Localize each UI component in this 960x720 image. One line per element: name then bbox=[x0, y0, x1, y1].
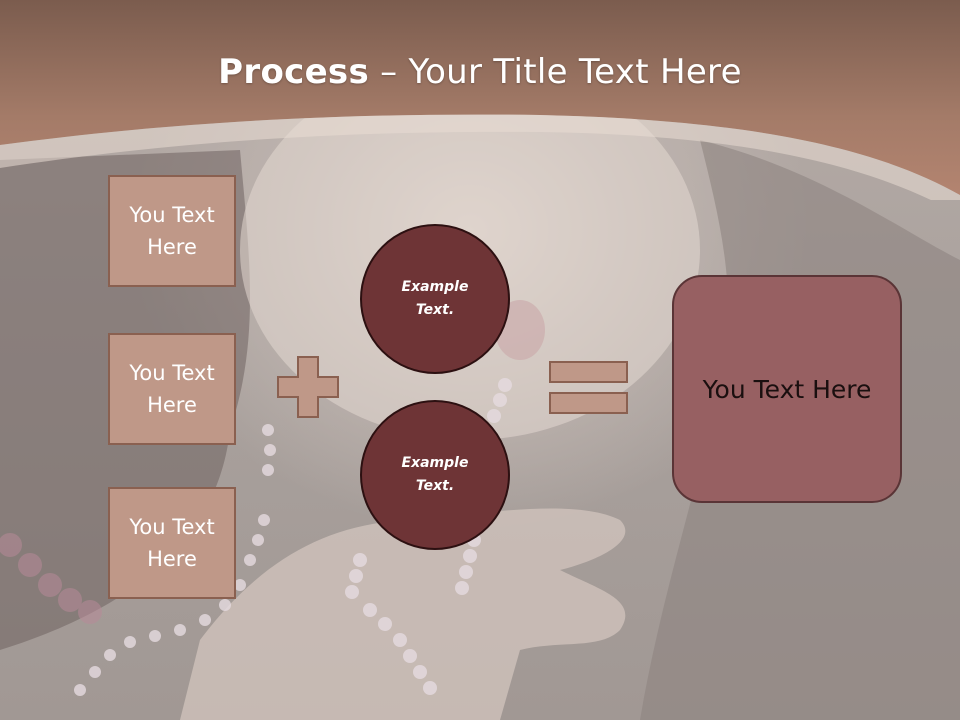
input-box-3[interactable]: You Text Here bbox=[108, 487, 236, 599]
circle-label: Example Text. bbox=[401, 279, 469, 318]
equals-icon bbox=[549, 361, 628, 414]
result-label: You Text Here bbox=[702, 374, 872, 404]
header-band bbox=[0, 0, 960, 200]
input-box-1[interactable]: You Text Here bbox=[108, 175, 236, 287]
example-circle-1[interactable]: Example Text. bbox=[360, 224, 510, 374]
title-rest: – Your Title Text Here bbox=[380, 52, 742, 92]
plus-icon bbox=[277, 356, 339, 418]
example-circle-2[interactable]: Example Text. bbox=[360, 400, 510, 550]
result-box[interactable]: You Text Here bbox=[672, 275, 902, 503]
input-box-label: You Text Here bbox=[129, 203, 215, 259]
circle-label: Example Text. bbox=[401, 455, 469, 494]
title-bold: Process bbox=[218, 52, 370, 92]
slide-title: Process – Your Title Text Here bbox=[0, 52, 960, 92]
input-box-label: You Text Here bbox=[129, 515, 215, 571]
input-box-2[interactable]: You Text Here bbox=[108, 333, 236, 445]
input-box-label: You Text Here bbox=[129, 361, 215, 417]
